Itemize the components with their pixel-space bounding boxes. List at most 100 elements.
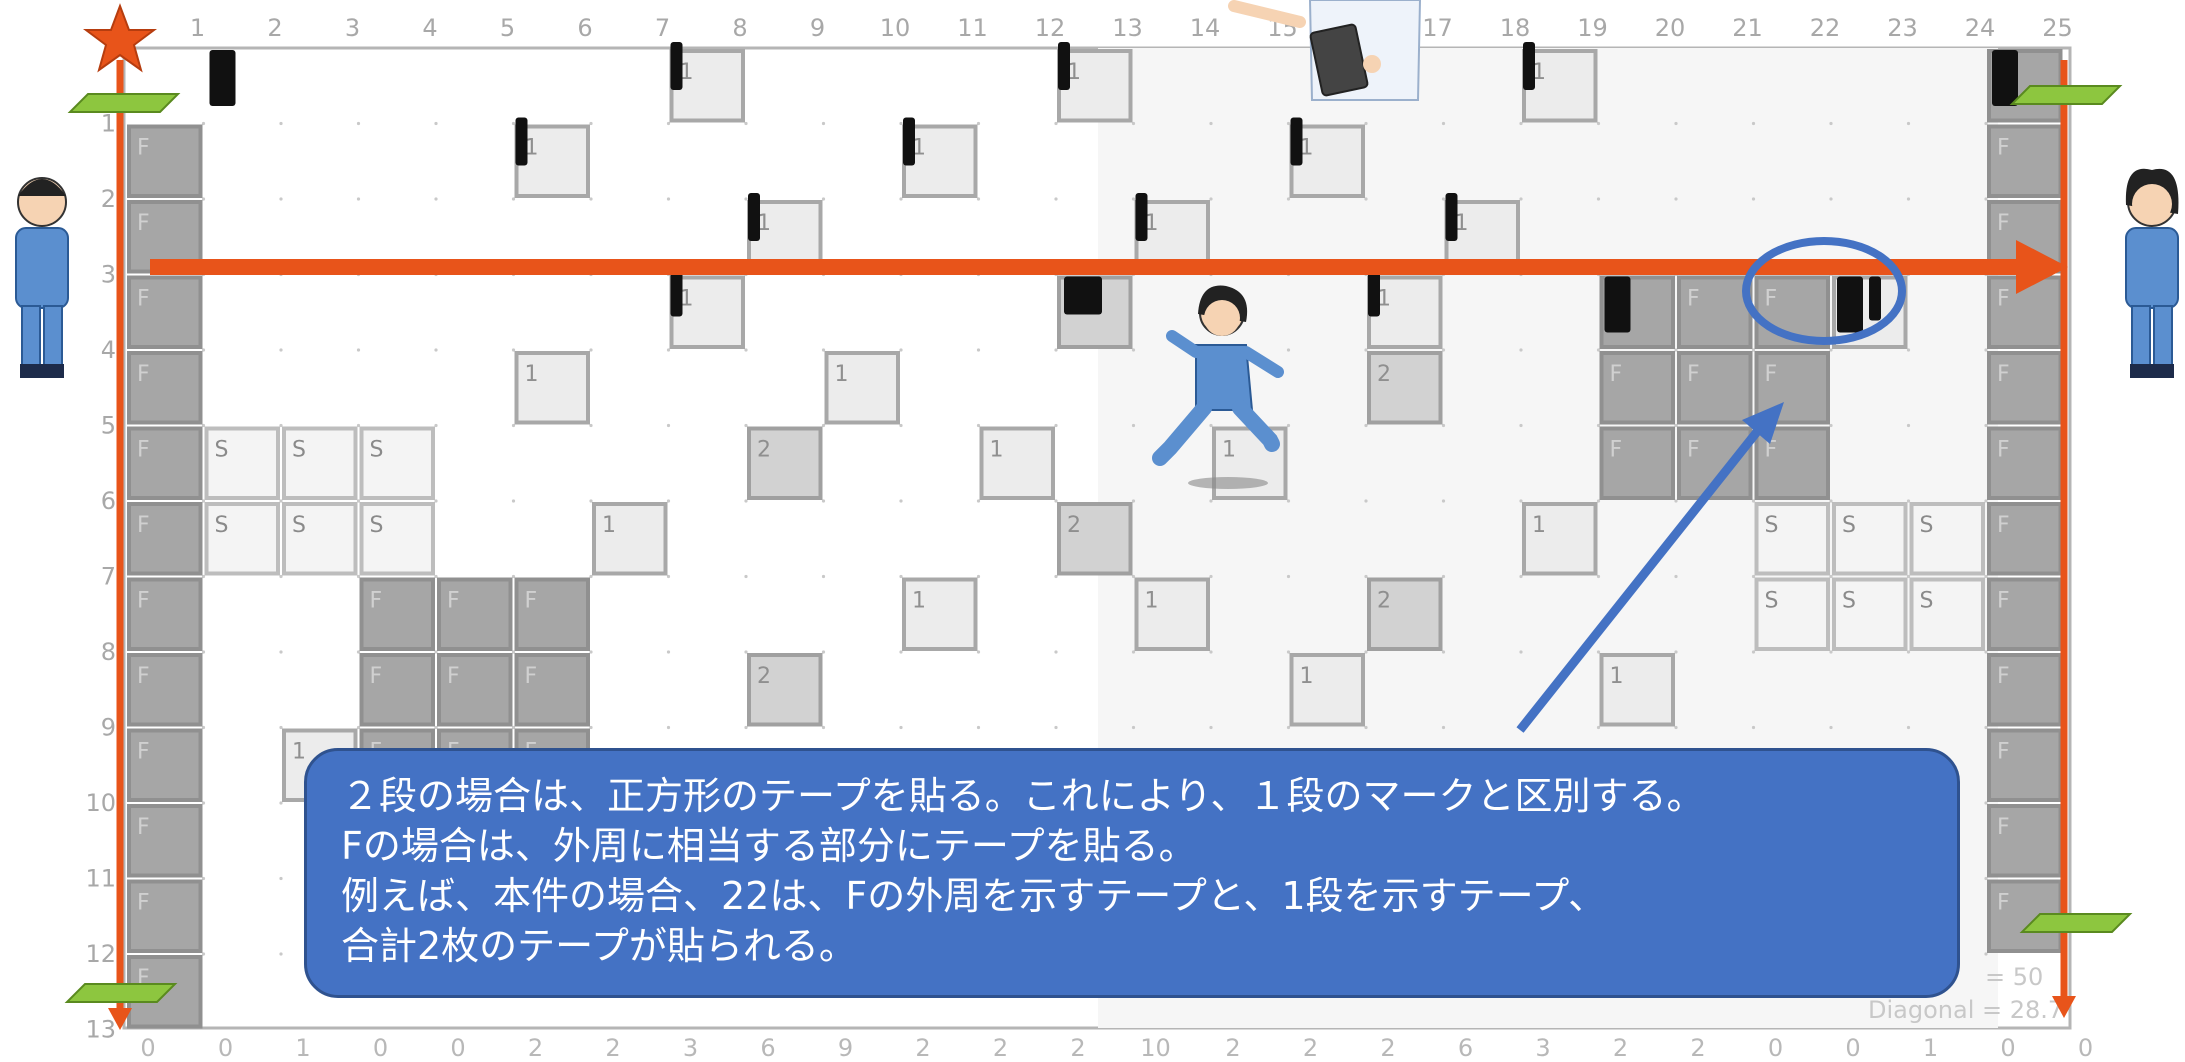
row-number-label: 4 [101, 336, 116, 364]
column-number-label: 17 [1422, 14, 1453, 42]
cell-s-marker [1754, 502, 1830, 576]
grid-dot [434, 574, 438, 579]
right-boundary-arrow [2052, 60, 2076, 1018]
grid-dot [1286, 725, 1291, 730]
grid-dot [279, 499, 283, 503]
column-count-label: 3 [1535, 1034, 1550, 1062]
grid-dot [666, 121, 671, 126]
row-number-label: 6 [101, 487, 116, 515]
grid-dot [201, 725, 206, 730]
cell-label: 1 [757, 211, 771, 236]
row-number-label: 1 [101, 110, 116, 138]
grid-dot [1441, 499, 1446, 503]
cell-label: F [1997, 136, 2010, 161]
grid-dot [1441, 650, 1446, 654]
cell-f-marker [437, 577, 513, 651]
cell-f-marker [127, 728, 203, 802]
running-worker-icon [1152, 285, 1284, 489]
cell-label: F [1997, 740, 2010, 765]
cell-1-marker [669, 49, 745, 123]
grid-dot [1209, 574, 1213, 579]
grid-dot [666, 650, 671, 654]
grid-dot [356, 197, 361, 201]
grid-dot [1596, 499, 1601, 503]
cell-label: 1 [1532, 513, 1546, 538]
grid-dot [1209, 423, 1213, 428]
grid-dot [1286, 197, 1291, 201]
grid-dot [1674, 197, 1678, 201]
grid-dot [356, 725, 361, 730]
grid-dot [1364, 348, 1368, 352]
grid-dot [1674, 650, 1678, 654]
cell-label: F [137, 513, 150, 538]
grid-dot [1364, 650, 1368, 654]
cell-label: F [525, 664, 538, 689]
grid-dot [1441, 725, 1446, 730]
grid-dot [744, 423, 748, 428]
grid-dot [1984, 725, 1988, 730]
cell-label: F [1997, 513, 2010, 538]
cell-label: F [137, 438, 150, 463]
column-count-label: 2 [1225, 1034, 1240, 1062]
cell-label: F [1765, 362, 1778, 387]
grid-dot [1984, 197, 1988, 201]
grid-dot [1209, 197, 1213, 201]
grid-dot [356, 348, 361, 352]
grid-dot [821, 197, 826, 201]
grid-dot [279, 121, 283, 126]
explanation-callout: ２段の場合は、正方形のテープを貼る。これにより、１段のマークと区別する。 Fの場… [304, 748, 1960, 998]
grid-dot [201, 348, 206, 352]
cell-label: F [137, 664, 150, 689]
grid-dot [356, 499, 361, 503]
grid-dot [1751, 499, 1756, 503]
supervisor-icon [1228, 0, 1422, 101]
grid-dot [976, 197, 981, 201]
grid-dot [1984, 650, 1988, 654]
cell-f-marker [359, 653, 435, 727]
column-count-label: 2 [1380, 1034, 1395, 1062]
cell-label: F [1765, 438, 1778, 463]
grid-dot [1674, 725, 1678, 730]
column-number-label: 18 [1500, 14, 1531, 42]
grid-dot [434, 423, 438, 428]
grid-dot [1674, 121, 1678, 126]
grid-dot [1829, 197, 1833, 201]
cell-label: F [1997, 211, 2010, 236]
callout-line-3: 例えば、本件の場合、22は、Fの外周を示すテープと、1段を示すテープ、 [341, 874, 1607, 918]
grid-dot [1364, 725, 1368, 730]
row-number-label: 12 [85, 940, 116, 968]
grid-dot [1441, 121, 1446, 126]
column-count-label: 9 [838, 1034, 853, 1062]
column-count-label: 0 [218, 1034, 233, 1062]
grid-dot [1286, 423, 1291, 428]
grid-dot [1829, 423, 1833, 428]
grid-dot [1984, 499, 1988, 503]
cell-label: 2 [1377, 589, 1391, 614]
cell-label: F [137, 287, 150, 312]
cell-f-marker [1677, 275, 1753, 349]
column-number-label: 11 [957, 14, 988, 42]
cell-label: S [370, 438, 384, 463]
cell-f-marker [1987, 577, 2063, 651]
grid-dot [511, 197, 516, 201]
cell-1-marker [979, 426, 1055, 500]
grid-dot [1054, 423, 1058, 428]
cell-f-marker [1987, 426, 2063, 500]
cell-f-marker [127, 804, 203, 878]
grid-dot [1906, 574, 1911, 579]
grid-dot [976, 499, 981, 503]
grid-dot [976, 348, 981, 352]
grid-dot [1209, 650, 1213, 654]
grid-dot [201, 876, 206, 881]
grid-dot [589, 121, 593, 126]
grid-dot [821, 121, 826, 126]
grid-dot [1131, 725, 1136, 730]
grid-dot [356, 423, 361, 428]
grid-dot [1519, 348, 1523, 352]
worker-left-icon [15, 177, 69, 378]
grid-dot [279, 348, 283, 352]
grid-dot [1984, 952, 1988, 956]
column-number-label: 2 [267, 14, 282, 42]
pad-top-left-icon [67, 93, 181, 113]
row-number-label: 8 [101, 638, 116, 666]
